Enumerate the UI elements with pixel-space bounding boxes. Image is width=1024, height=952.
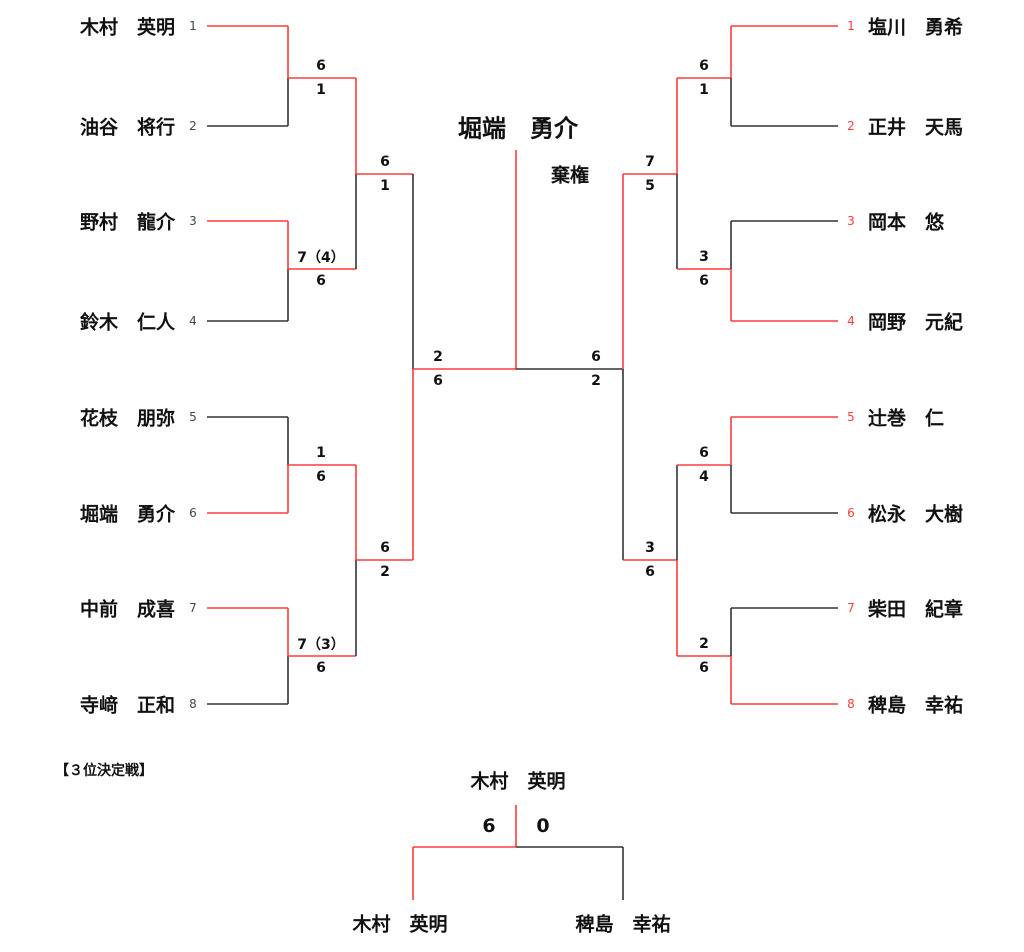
r2-score-bottom: 1 [380,178,390,194]
player-name: 正井 天馬 [868,116,964,139]
seed-number: 2 [189,119,197,133]
seed-number: 8 [847,697,855,711]
r1-score-bottom: 4 [699,469,709,485]
sf-score-bottom: 6 [433,373,443,389]
player-name: 鈴木 仁人 [79,311,175,334]
r1-score-top: 7（4） [297,250,345,266]
r2-score-top: 6 [380,154,390,170]
seed-number: 4 [189,314,197,328]
player-name: 岡本 悠 [868,211,945,234]
player-name: 松永 大樹 [868,503,964,526]
sf-score-top: 6 [591,349,601,365]
r1-score-top: 1 [316,445,326,461]
r1-score-bottom: 1 [699,82,709,98]
r1-score-top: 6 [699,445,709,461]
r2-score-top: 7 [645,154,655,170]
third-place-player-right: 稗島 幸祐 [575,913,671,936]
r1-score-top: 6 [699,58,709,74]
r2-score-bottom: 2 [380,564,390,580]
seed-number: 8 [189,697,197,711]
third-place-score-right: 0 [536,815,550,837]
seed-number: 5 [847,410,855,424]
seed-number: 7 [189,601,197,615]
player-name: 木村 英明 [79,16,175,39]
player-name: 塩川 勇希 [868,16,964,39]
third-place-score-left: 6 [482,815,496,837]
r1-score-bottom: 1 [316,82,326,98]
r1-score-bottom: 6 [316,469,326,485]
r1-score-bottom: 6 [316,660,326,676]
sf-score-top: 2 [433,349,443,365]
r1-score-top: 3 [699,249,709,265]
r1-score-top: 7（3） [297,637,345,653]
player-name: 油谷 将行 [79,116,175,139]
seed-number: 5 [189,410,197,424]
r1-score-bottom: 6 [699,273,709,289]
seed-number: 6 [847,506,855,520]
champion-name: 堀端 勇介 [458,114,578,143]
player-name: 堀端 勇介 [79,503,175,526]
seed-number: 1 [189,19,197,33]
seed-number: 7 [847,601,855,615]
champion-note: 棄権 [550,164,590,187]
r2-score-top: 6 [380,540,390,556]
player-name: 中前 成喜 [79,598,175,621]
third-place-winner: 木村 英明 [470,770,566,793]
r1-score-top: 2 [699,636,709,652]
player-name: 花枝 朋弥 [79,407,175,430]
seed-number: 3 [847,214,855,228]
seed-number: 6 [189,506,197,520]
seed-number: 4 [847,314,855,328]
player-name: 野村 龍介 [79,211,175,234]
sf-score-bottom: 2 [591,373,601,389]
player-name: 寺﨑 正和 [79,694,175,717]
third-place-title: 【３位決定戦】 [55,763,153,779]
seed-number: 2 [847,119,855,133]
player-name: 岡野 元紀 [868,311,964,334]
r2-score-bottom: 6 [645,564,655,580]
r1-score-bottom: 6 [699,660,709,676]
r2-score-top: 3 [645,540,655,556]
player-name: 稗島 幸祐 [868,694,964,717]
player-name: 柴田 紀章 [868,598,964,621]
seed-number: 3 [189,214,197,228]
r1-score-bottom: 6 [316,273,326,289]
player-name: 辻巻 仁 [868,407,945,430]
r1-score-top: 6 [316,58,326,74]
seed-number: 1 [847,19,855,33]
third-place-player-left: 木村 英明 [352,913,448,936]
r2-score-bottom: 5 [645,178,655,194]
